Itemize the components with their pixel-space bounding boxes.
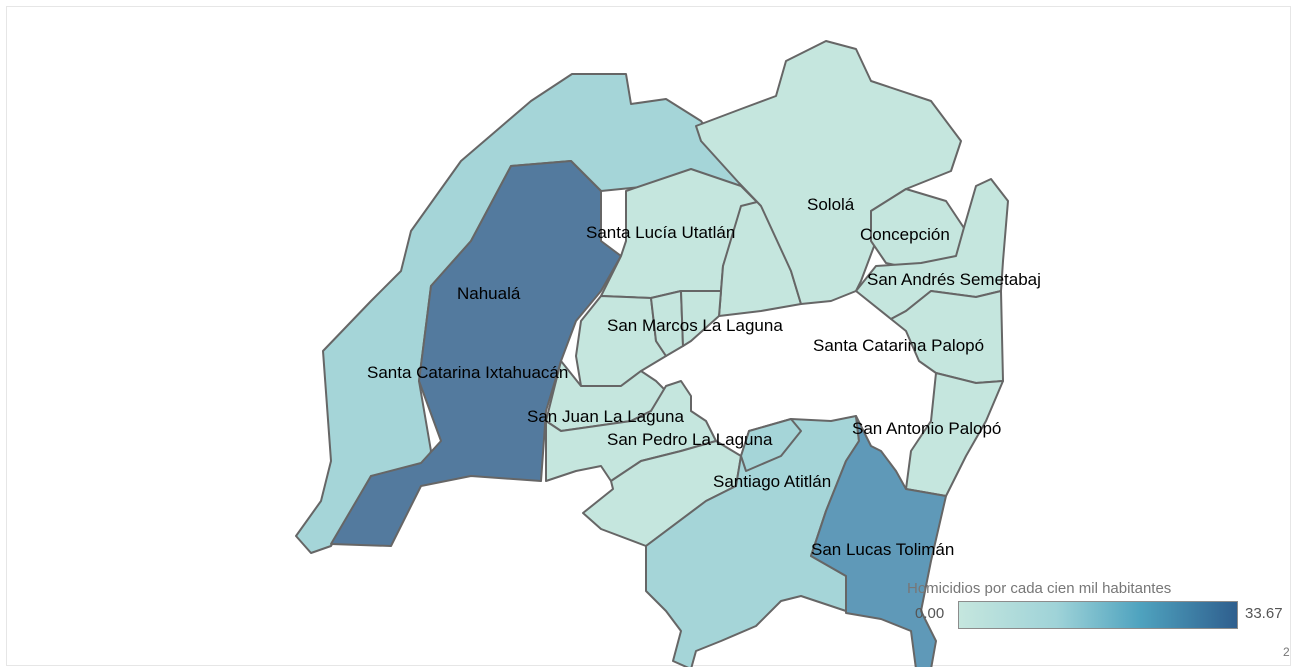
region-nahuala[interactable]: [330, 160, 622, 547]
label-san-lucas-toliman: San Lucas Tolimán: [811, 540, 954, 559]
label-san-antonio-palopo: San Antonio Palopó: [852, 419, 1001, 438]
label-solola: Sololá: [807, 195, 855, 214]
region-jaibalito[interactable]: [680, 290, 722, 347]
legend-color-scale: [958, 601, 1238, 629]
region-san-pedro-la-laguna[interactable]: [545, 380, 717, 482]
legend-title: Homicidios por cada cien mil habitantes: [907, 580, 1172, 597]
legend-min-value: 0.00: [915, 605, 945, 622]
label-san-juan-la-laguna: San Juan La Laguna: [527, 407, 684, 426]
label-san-andres-semetabaj: San Andrés Semetabaj: [867, 270, 1041, 289]
label-san-marcos-la-laguna: San Marcos La Laguna: [607, 316, 783, 335]
label-san-pedro-la-laguna: San Pedro La Laguna: [607, 430, 773, 449]
label-santa-catarina-palopo: Santa Catarina Palopó: [813, 336, 984, 355]
label-nahuala: Nahualá: [457, 284, 521, 303]
map-canvas: Sololá Concepción San Andrés Semetabaj S…: [295, 40, 1041, 667]
label-santa-lucia-utatlan: Santa Lucía Utatlán: [586, 223, 735, 242]
region-santiago-north[interactable]: [740, 418, 802, 472]
region-san-lucas-toliman[interactable]: [810, 415, 947, 667]
region-san-antonio-palopo[interactable]: [905, 372, 1004, 497]
label-santa-catarina-ixtahuacan: Santa Catarina Ixtahuacán: [367, 363, 568, 382]
label-santiago-atitlan: Santiago Atitlán: [713, 472, 831, 491]
legend-max-value: 33.67: [1245, 605, 1283, 622]
label-concepcion: Concepción: [860, 225, 950, 244]
corner-mark: 2: [1283, 645, 1290, 659]
map-frame: Sololá Concepción San Andrés Semetabaj S…: [6, 6, 1291, 667]
region-tzununa[interactable]: [650, 290, 684, 357]
